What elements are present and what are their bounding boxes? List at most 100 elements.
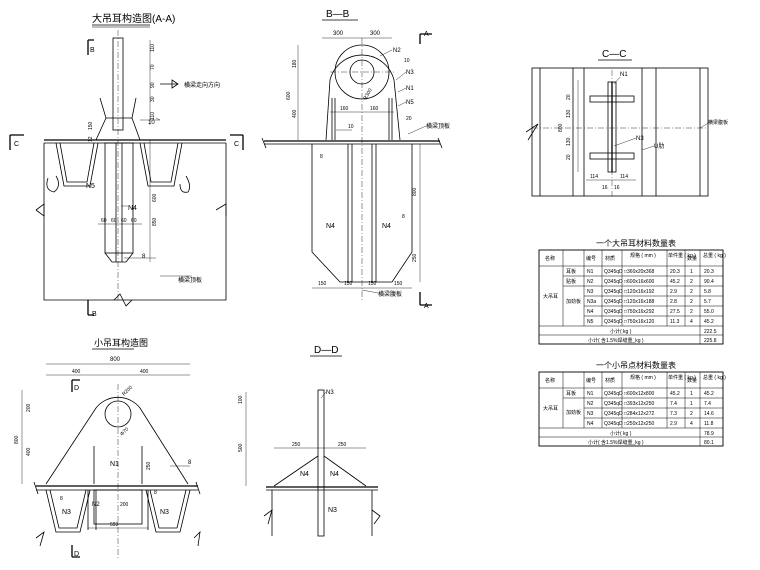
small-dim-200b: 200: [120, 502, 129, 508]
cc-dim-l1: 20: [566, 94, 572, 100]
aa-direction-label: 横梁走向方向: [184, 81, 220, 89]
table1-cell: □120x16x192: [624, 289, 654, 295]
table2-cell: 45.2: [704, 391, 714, 397]
bb-dim-300b: 300: [370, 31, 381, 37]
table2-title: 一个小吊点材料数量表: [596, 360, 676, 370]
table2-cell: 45.2: [670, 391, 680, 397]
aa-label-n5: N5: [86, 183, 95, 190]
bb-r-label: R300: [363, 87, 374, 101]
table1-cell: 45.2: [704, 319, 714, 325]
t2-h-w: 单件重 ( kg ): [668, 374, 696, 381]
t1-total: 225.8: [704, 338, 717, 344]
cc-dim-114a: 114: [590, 174, 598, 180]
t1-subtotal-label: 小计( kg ): [610, 328, 632, 335]
view-aa-title: 大吊耳构造图(A-A): [92, 12, 175, 25]
bb-label-n1: N1: [406, 86, 414, 92]
table1-cell: 27.5: [670, 309, 680, 315]
table1-cell: 2.8: [670, 299, 677, 305]
t1-group: 大吊耳: [543, 293, 558, 300]
t2-sub-1: 耳板: [566, 390, 576, 397]
t2-subtotal-label: 小计( kg ): [610, 430, 632, 437]
aa-dim-850: 850: [152, 217, 158, 226]
small-dim-400b: 400: [140, 369, 149, 375]
table2-cell: N3: [587, 411, 594, 417]
bb-dim-160b: 160: [370, 106, 379, 112]
table1-cell: □120x16x188: [624, 299, 654, 305]
bb-dim-600: 600: [286, 91, 292, 100]
cc-label-n1: N1: [620, 72, 628, 78]
bb-label-n3: N3: [406, 70, 414, 76]
bb-dim-b1: 150: [318, 281, 327, 287]
aa-cut-b-top: B: [90, 47, 95, 54]
bb-dim-b3: 150: [368, 281, 377, 287]
bb-label-20: 20: [406, 116, 412, 122]
table1-cell: Q345qD: [604, 269, 623, 275]
table1-cell: N3: [587, 289, 594, 295]
table1-cell: N1: [587, 269, 594, 275]
table2-cell: 2.9: [670, 421, 677, 427]
bb-dim-160a: 160: [340, 106, 349, 112]
t2-total: 80.1: [704, 440, 714, 446]
table2-cell: Q345qD: [604, 421, 623, 427]
aa-label-n4: N4: [128, 205, 137, 212]
t2-h-mat: 材质: [605, 377, 615, 384]
dd-label-n3-top: N3: [326, 390, 334, 396]
table2-cell: □393x12x250: [624, 401, 654, 407]
t1-h-no: 编号: [586, 255, 596, 262]
table1-cell: 20.3: [704, 269, 714, 275]
table1-cell: 11.3: [670, 319, 680, 325]
bb-web-label: 横梁腹板: [378, 290, 402, 298]
bb-weld-8b: 8: [402, 214, 405, 220]
cc-dim-800: 800: [558, 123, 564, 132]
table1-cell: 1: [690, 269, 693, 275]
t2-total-label: 小计( 含1.5%焊缝重_kg ): [588, 439, 644, 446]
aa-dim-150: 150: [88, 121, 94, 130]
table1-cell: Q345qD: [604, 289, 623, 295]
bb-dim-800: 800: [412, 187, 418, 196]
table1-cell: 2: [690, 289, 693, 295]
t1-subtotal: 222.5: [704, 329, 717, 335]
small-hole-label: Φ70: [119, 426, 130, 437]
dd-dim-250b: 250: [338, 442, 347, 448]
view-dd: D—D N3 100 500 250 250 N4 N4 N3: [238, 345, 381, 537]
aa-dim-b4: 60: [131, 218, 137, 224]
small-weld-8c: 8: [154, 490, 157, 496]
t1-h-qty: 数量: [687, 255, 697, 262]
cc-dim-l2: 130: [566, 109, 572, 118]
table1-cell: Q345qD: [604, 319, 623, 325]
table1-cell: 55.0: [704, 309, 714, 315]
bb-label-n4b: N4: [382, 223, 391, 230]
table-large-lug: 一个大吊耳材料数量表 名称 编号 材质 规格 ( mm ) 单件重 ( kg )…: [538, 238, 726, 345]
view-small: 小吊耳构造图 800 400 400 D D 800 200 400 R200 …: [14, 337, 201, 560]
view-aa: 大吊耳构造图(A-A) B B C C 110 70 90 30 110 横梁走…: [9, 12, 244, 318]
dd-label-n4b: N4: [330, 471, 339, 478]
t2-group: 大吊耳: [543, 405, 558, 412]
bb-dim-180: 180: [292, 59, 298, 68]
t2-h-qty: 数量: [687, 377, 697, 384]
small-label-n3b: N3: [160, 509, 169, 516]
bb-dim-400: 400: [292, 109, 298, 118]
small-dim-200: 200: [26, 403, 32, 412]
cc-dim-16a: 16: [602, 185, 608, 191]
table2-cell: □284x12x272: [624, 411, 654, 417]
small-dim-400a: 400: [72, 369, 81, 375]
table2-cell: 2: [690, 411, 693, 417]
aa-web-label: 横梁顶板: [178, 276, 202, 284]
view-cc-title: C—C: [602, 49, 626, 60]
table1-cell: 2: [690, 299, 693, 305]
aa-dim-2: 70: [150, 64, 156, 70]
cc-dim-114b: 114: [620, 174, 628, 180]
bb-dim-b4: 150: [394, 281, 403, 287]
small-label-n1: N1: [110, 461, 119, 468]
small-dim-593: 593: [110, 522, 119, 528]
aa-dim-4: 30: [150, 96, 156, 102]
view-bb-title: B—B: [326, 9, 350, 20]
bb-weld-8a: 8: [320, 154, 323, 160]
view-cc: C—C N1 N3 U肋 横梁腹板 20 130 20 130 800: [525, 49, 728, 197]
aa-weld-10: 10: [148, 120, 155, 126]
small-label-n2: N2: [92, 502, 100, 508]
bb-weld-10: 10: [348, 124, 354, 130]
